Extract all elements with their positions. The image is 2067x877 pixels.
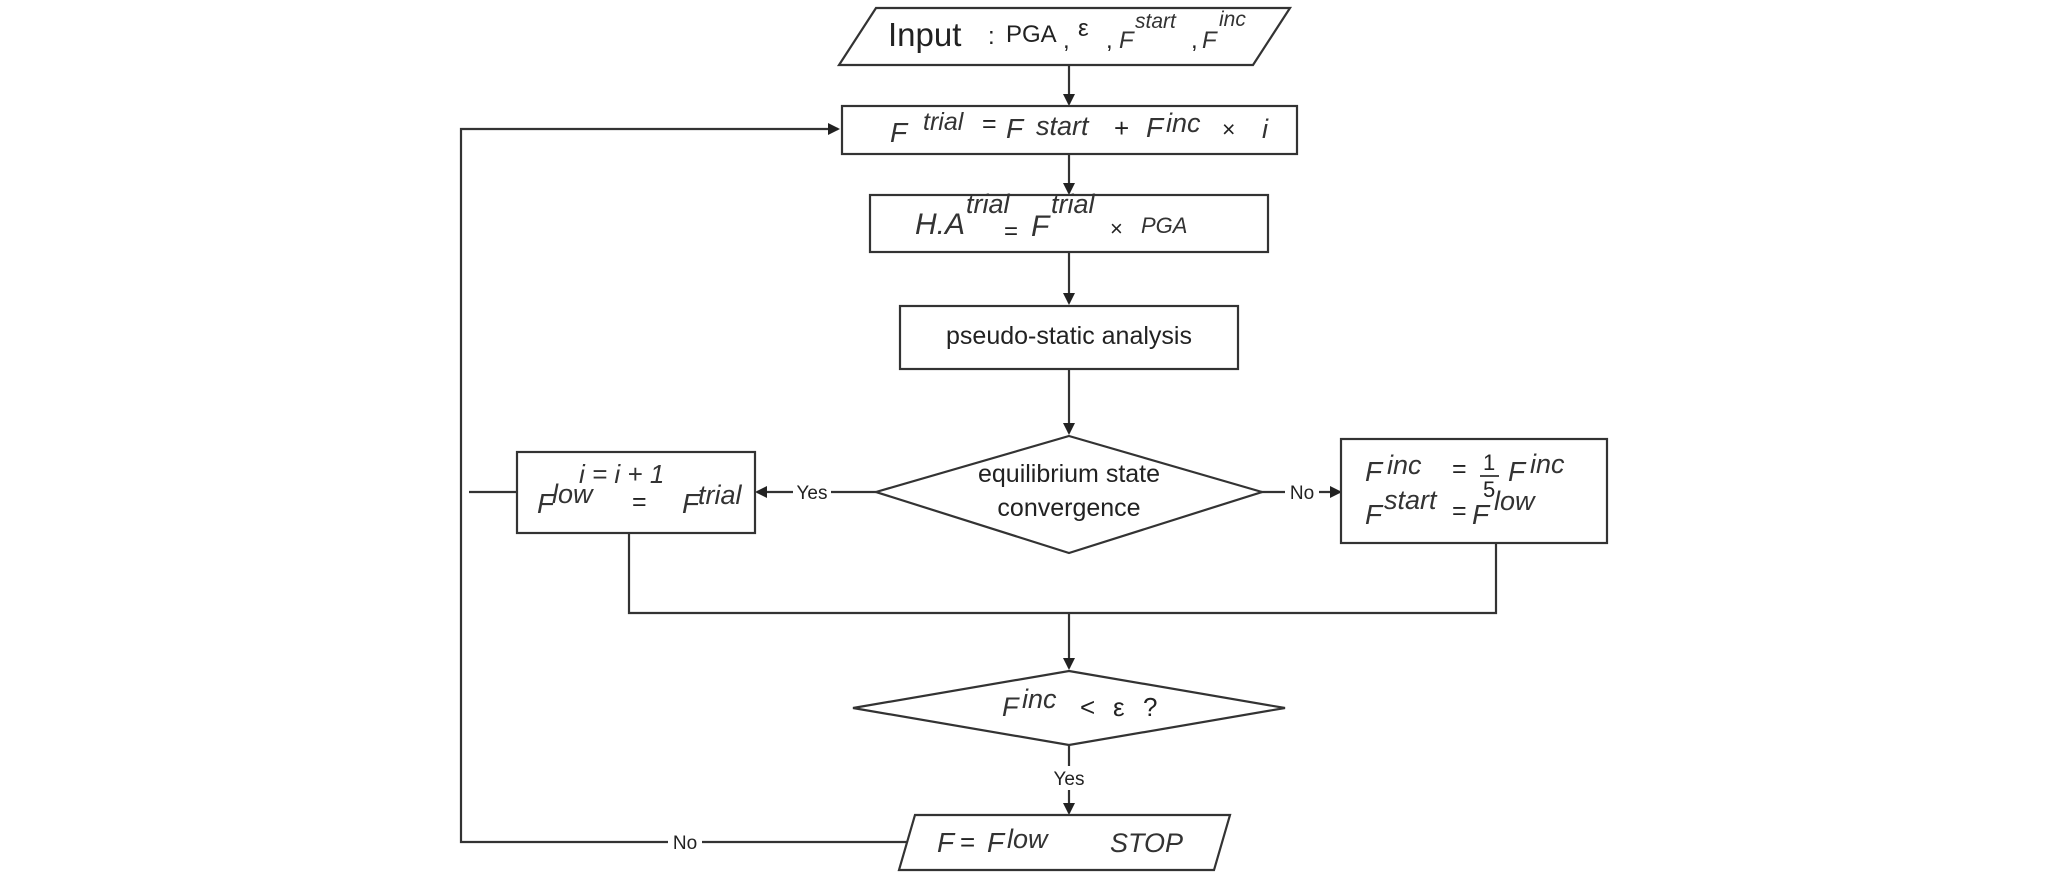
label-yes-down: Yes <box>1054 769 1085 790</box>
input-f-start: F <box>1119 27 1135 54</box>
update-no-f-inc: F <box>1365 456 1384 487</box>
update-no-low: low <box>1494 486 1536 516</box>
update-yes-f-low: F <box>537 488 556 519</box>
ha-trial-sup-2: trial <box>1051 189 1096 219</box>
check-f: F <box>1002 692 1020 722</box>
update-no-f-inc-2: F <box>1508 456 1527 487</box>
input-comma-3: , <box>1191 27 1198 54</box>
update-yes-node: i = i + 1 F low = F trial <box>515 450 757 535</box>
trial-i: i <box>1262 114 1269 144</box>
trial-start: start <box>1036 111 1090 141</box>
ha-f: F <box>1031 210 1051 243</box>
edge-updates-merge <box>627 534 1498 615</box>
analysis-node: pseudo-static analysis <box>898 304 1240 371</box>
convergence-decision: equilibrium state convergence <box>872 434 1266 555</box>
ha-label: H.A <box>915 208 965 241</box>
check-q: ? <box>1143 692 1157 722</box>
input-prefix: Input <box>888 16 961 53</box>
trial-sup: trial <box>923 108 965 136</box>
input-colon: : <box>988 23 995 50</box>
input-start-sup: start <box>1135 10 1177 33</box>
update-no-f-low: F <box>1472 499 1491 530</box>
update-yes-low: low <box>552 479 594 509</box>
update-yes-f-trial: F <box>682 488 701 519</box>
check-eps: ε <box>1113 692 1125 722</box>
ha-times: × <box>1110 216 1123 241</box>
convergence-line-2: convergence <box>997 494 1140 522</box>
tolerance-check-decision: F inc < ε ? <box>852 669 1286 747</box>
update-no-node: F inc = 1 5 F inc F start = F low <box>1339 437 1609 545</box>
label-no-right: No <box>1290 483 1314 504</box>
input-node: Input : PGA , ε , F start , F inc <box>836 6 1293 67</box>
input-f-inc: F <box>1202 27 1218 54</box>
analysis-label: pseudo-static analysis <box>946 322 1192 350</box>
input-comma-2: , <box>1106 27 1113 54</box>
trial-f-inc: F <box>1146 112 1165 143</box>
update-no-start: start <box>1384 485 1438 515</box>
trial-inc: inc <box>1166 108 1201 138</box>
output-f-low: F <box>987 827 1006 858</box>
edge-labels: Yes No Yes No <box>668 480 1319 854</box>
trial-times: × <box>1222 116 1235 142</box>
update-no-inc: inc <box>1387 450 1422 480</box>
update-no-inc-2: inc <box>1530 449 1565 479</box>
update-yes-eq: = <box>632 488 647 516</box>
update-no-eq-1: = <box>1452 455 1467 483</box>
trial-factor-node: F trial = F start + F inc × i <box>840 104 1299 156</box>
input-comma-1: , <box>1063 27 1070 54</box>
output-f: F <box>937 827 956 858</box>
update-no-eq-2: = <box>1452 497 1467 525</box>
convergence-line-1: equilibrium state <box>978 460 1160 488</box>
input-pga: PGA <box>1006 21 1057 48</box>
output-low: low <box>1007 824 1049 854</box>
update-no-frac-den: 5 <box>1483 477 1495 502</box>
input-inc-sup: inc <box>1219 8 1246 31</box>
label-yes-left: Yes <box>797 483 828 504</box>
ha-pga: PGA <box>1141 213 1187 238</box>
label-no-back: No <box>673 833 697 854</box>
trial-f-start: F <box>1006 113 1025 144</box>
update-yes-trial: trial <box>698 480 743 510</box>
input-epsilon: ε <box>1078 15 1089 42</box>
output-node: F = F low STOP <box>897 813 1232 872</box>
update-no-f-start: F <box>1365 499 1384 530</box>
ha-node: H.A trial = F trial × PGA <box>868 189 1270 254</box>
check-lt: < <box>1080 692 1095 722</box>
ha-eq: = <box>1004 218 1018 245</box>
trial-f: F <box>890 117 909 148</box>
trial-eq: = <box>982 110 997 138</box>
trial-plus: + <box>1114 113 1129 143</box>
ha-trial-sup: trial <box>966 189 1011 219</box>
update-yes-line-1: i = i + 1 <box>579 459 664 489</box>
output-eq: = <box>960 827 975 857</box>
output-stop: STOP <box>1110 828 1183 858</box>
check-inc: inc <box>1022 684 1057 714</box>
update-no-frac-num: 1 <box>1483 450 1495 475</box>
